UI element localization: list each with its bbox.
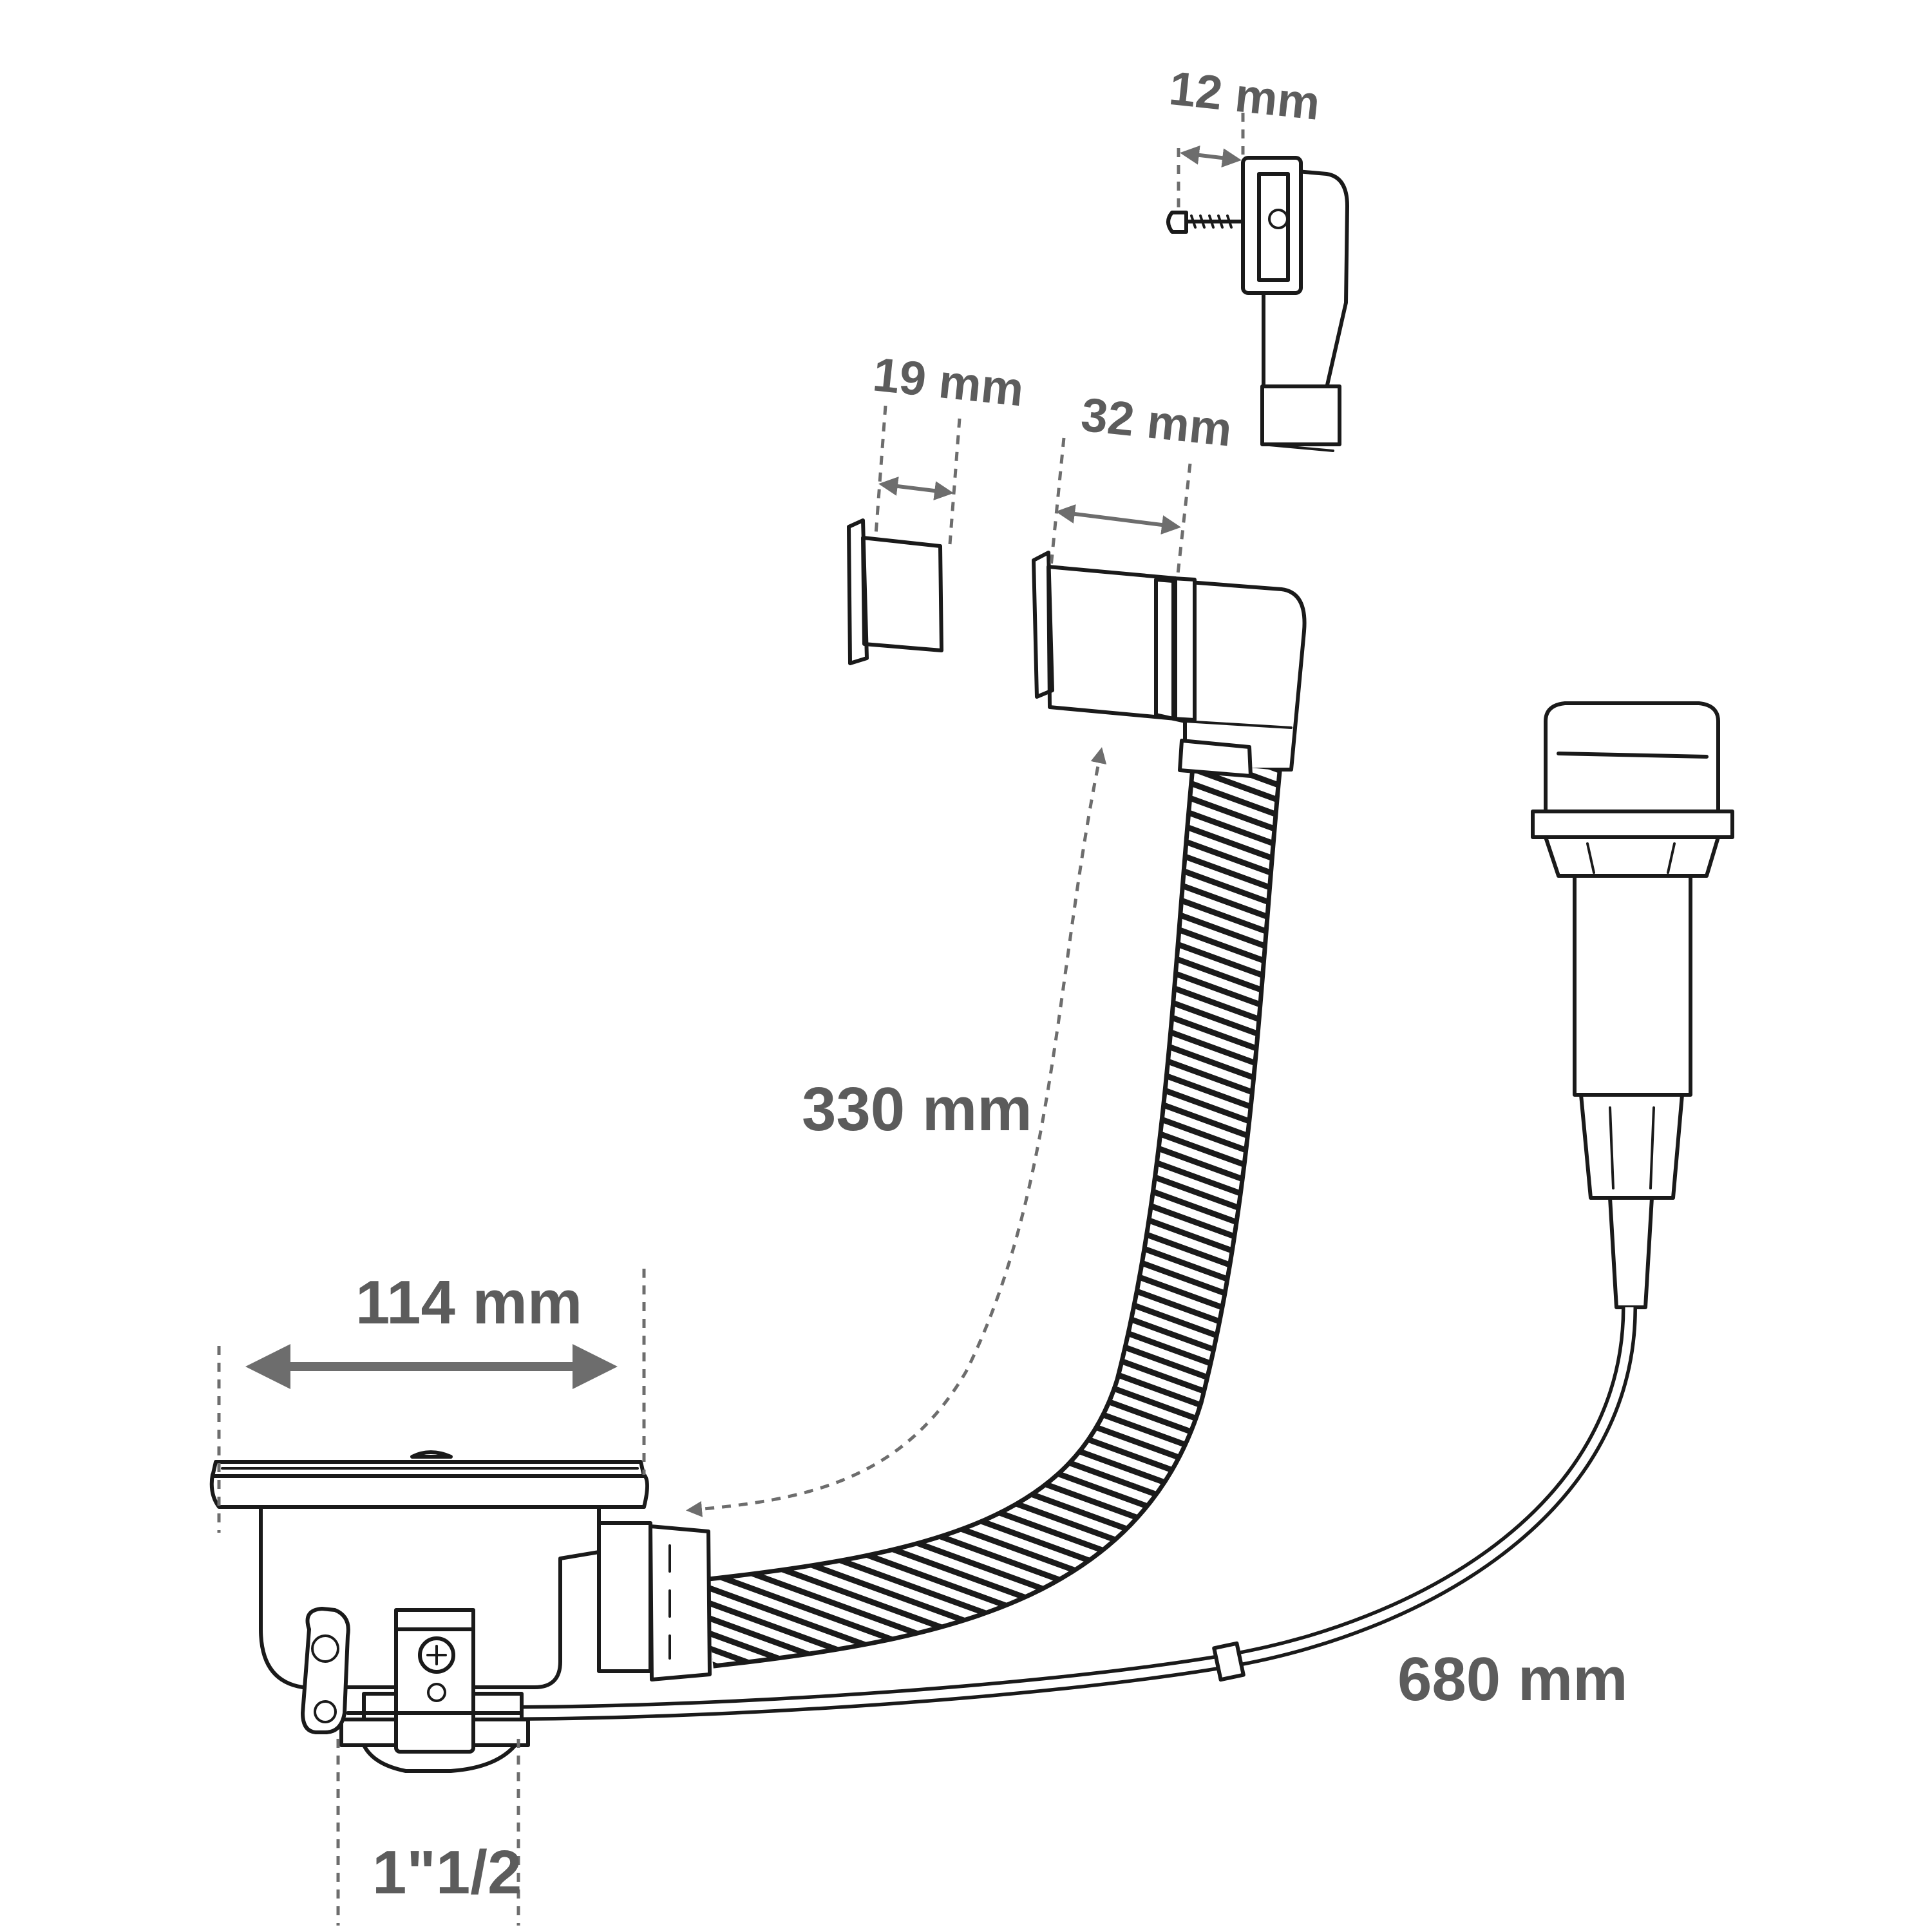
long-threaded-nut-elbow-part <box>1032 551 1307 772</box>
label-1-1-2-inch: 1"1/2 <box>372 1838 522 1907</box>
sink-strainer-body <box>209 1450 712 1773</box>
label-330mm: 330 mm <box>802 1075 1032 1144</box>
label-12mm: 12 mm <box>1167 61 1323 130</box>
popup-control-knob-part <box>1531 701 1734 1309</box>
label-32mm: 32 mm <box>1079 388 1235 457</box>
label-680mm: 680 mm <box>1397 1645 1628 1714</box>
dimension-32mm: 32 mm <box>1049 388 1235 580</box>
dimension-1-1-2-inch: 1"1/2 <box>336 1739 522 1926</box>
label-114mm: 114 mm <box>355 1268 582 1337</box>
overflow-elbow-part <box>1166 156 1349 452</box>
dimension-19mm: 19 mm <box>871 347 1027 545</box>
dimension-114mm: 114 mm <box>217 1268 646 1533</box>
short-threaded-nut-part <box>847 518 943 665</box>
label-19mm: 19 mm <box>871 347 1027 416</box>
control-cable <box>502 1307 1637 1721</box>
dimension-330mm: 330 mm <box>686 747 1107 1517</box>
corrugated-hose <box>703 739 1282 1669</box>
